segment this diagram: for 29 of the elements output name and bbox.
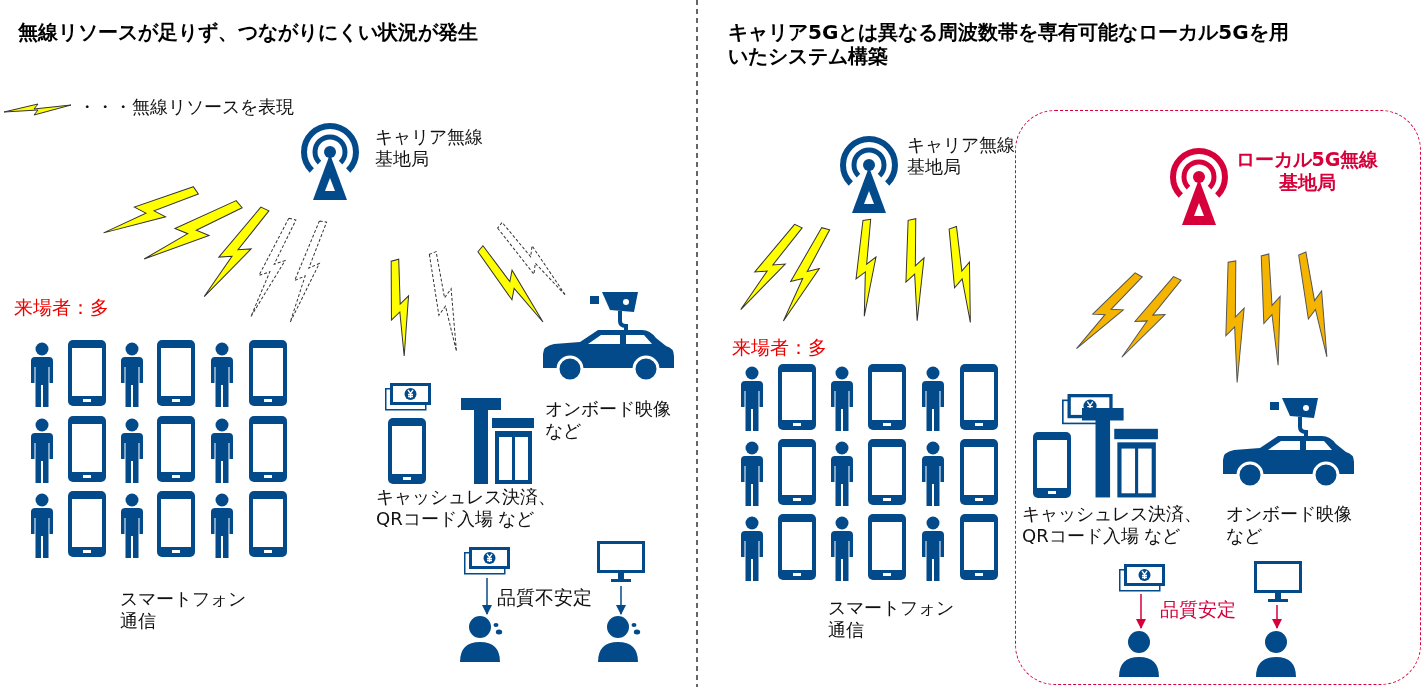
money-icon [464,547,510,575]
monitor-icon [1254,561,1302,603]
money-icon [1119,564,1165,592]
station-label: ローカル5G無線基地局 [1234,148,1380,194]
quality-label: 品質安定 [1160,598,1237,621]
station-label: キャリア無線基地局 [907,134,1016,178]
device-label: オンボード映像など [545,398,672,442]
heading: キャリア5Gとは異なる周波数帯を専有可能なローカル5Gを用いたシステム構築 [728,20,1290,68]
device-label: オンボード映像など [1226,503,1353,547]
heading: 無線リソースが足りず、つながりにくい状況が発生 [18,20,479,44]
arrow [481,577,493,616]
dashed-region-frame [1015,110,1421,685]
person-icon [1254,631,1298,677]
visitor-count-label: 来場者：多 [732,336,828,359]
device-label: キャッシュレス決済、QRコード入場 など [376,486,557,530]
legend-label: ・・・無線リソースを表現 [78,96,294,118]
person-icon [1117,631,1161,677]
station-label: キャリア無線基地局 [375,126,484,170]
visitor-count-label: 来場者：多 [14,296,110,319]
person-icon [458,616,504,662]
device-label: キャッシュレス決済、QRコード入場 など [1022,503,1203,547]
monitor-icon [597,541,645,583]
person-icon [596,616,642,662]
device-label: スマートフォン通信 [120,588,247,632]
quality-label: 品質不安定 [497,586,593,609]
arrow [615,585,627,616]
arrow [1271,604,1283,630]
device-label: スマートフォン通信 [828,597,955,641]
arrow [1135,593,1147,630]
